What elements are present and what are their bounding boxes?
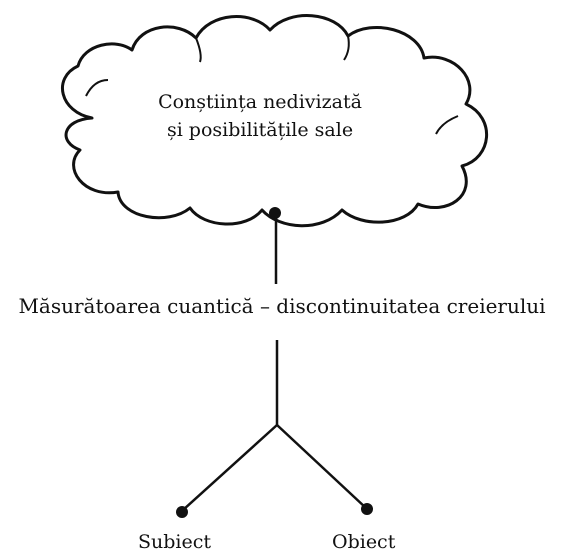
cloud-detail-stroke <box>343 35 350 61</box>
leaf-dot-left <box>176 506 188 518</box>
leaf-dot-right <box>361 503 373 515</box>
connector-dot-top <box>269 207 281 219</box>
branch-right <box>276 424 367 509</box>
cloud-label-line-1: Conștiința nedivizată <box>158 91 362 113</box>
cloud-label-line-2: și posibilitățile sale <box>166 119 354 141</box>
measurement-label: Măsurătoarea cuantică – discontinuitatea… <box>18 294 546 318</box>
branch-left <box>182 424 278 511</box>
cloud-detail-stroke <box>195 37 202 63</box>
object-label: Obiect <box>332 531 396 553</box>
cloud-detail-stroke <box>85 79 109 97</box>
cloud-shape <box>60 14 489 228</box>
cloud-label: Conștiința nedivizată și posibilitățile … <box>110 88 410 144</box>
subject-label: Subiect <box>138 531 212 553</box>
cloud-detail-stroke <box>435 115 459 135</box>
